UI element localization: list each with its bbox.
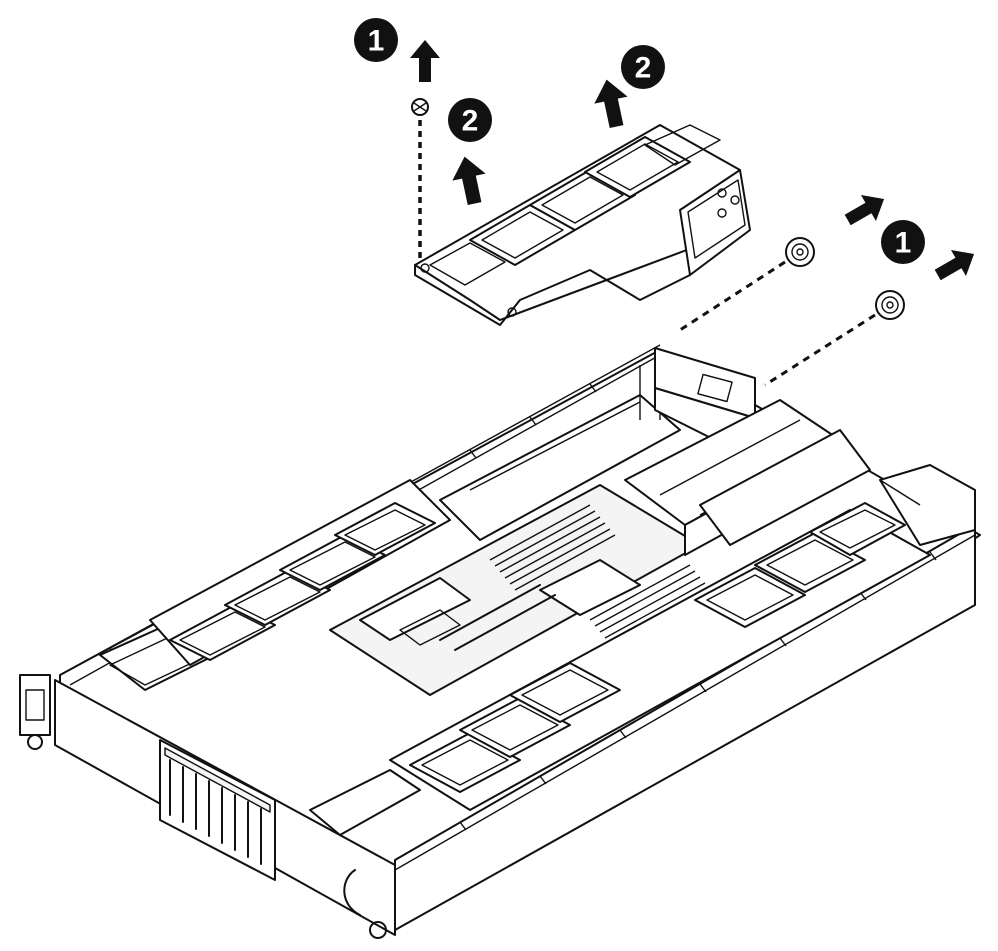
step-marker-1-right: 1: [881, 220, 925, 264]
riser-slot-area: [439, 347, 756, 541]
right-fan-row: [389, 464, 976, 811]
step-number: 1: [368, 25, 385, 58]
screw-icon: [411, 98, 429, 116]
screws: [411, 98, 905, 387]
arrow-diagonal-icon: [934, 250, 975, 281]
step-marker-2-left: 2: [448, 98, 492, 142]
arrow-diagonal-icon: [844, 195, 885, 226]
step-number: 2: [635, 52, 652, 85]
arrow-up-icon: [452, 156, 486, 205]
arrow-up-icon: [410, 40, 440, 82]
step-marker-1-left: 1: [354, 18, 398, 62]
screw-icon: [875, 290, 905, 320]
arrows: [410, 40, 975, 281]
motherboard: [329, 484, 711, 696]
arrow-up-icon: [594, 79, 628, 128]
installed-riser: [624, 399, 871, 556]
step-number: 1: [895, 227, 912, 260]
left-fan-row: [149, 479, 451, 666]
step-number: 2: [462, 105, 479, 138]
screw-icon: [785, 237, 815, 267]
riser-bracket: [414, 124, 751, 326]
step-marker-2-right: 2: [621, 45, 665, 89]
drive-bays: [159, 739, 276, 881]
